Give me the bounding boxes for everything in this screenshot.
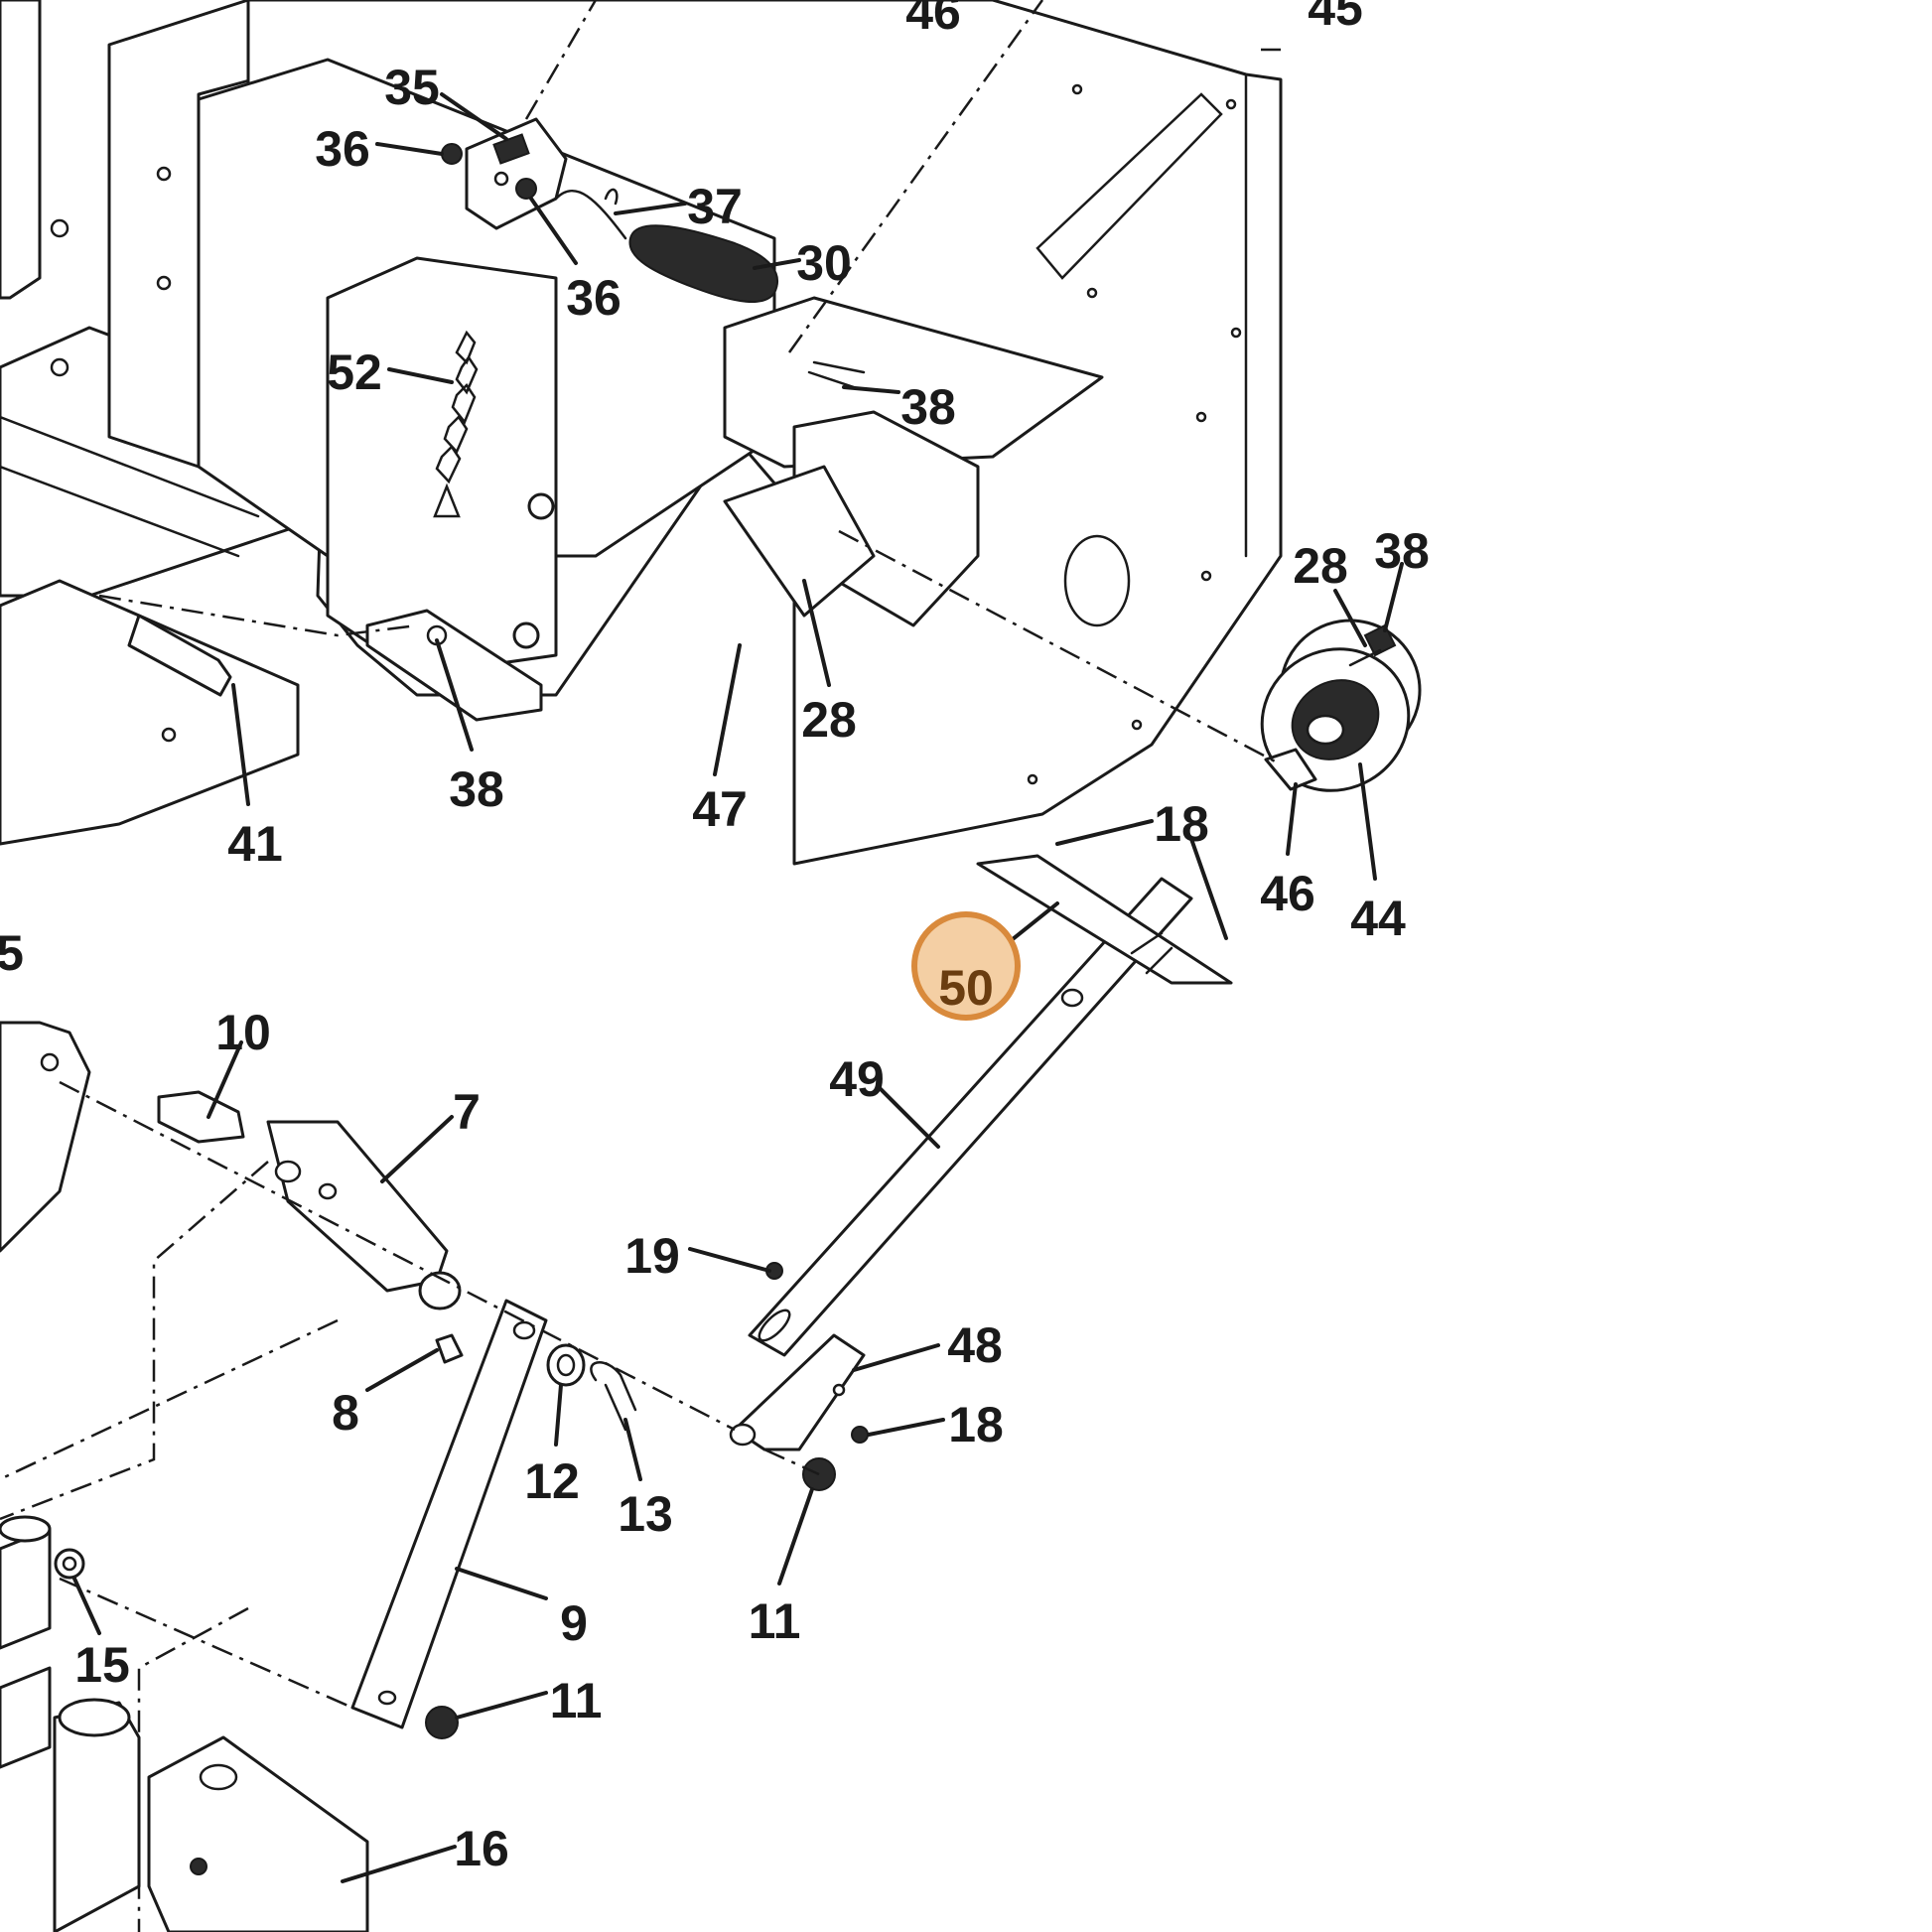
callout-41: 41 — [227, 816, 283, 872]
pulley-assembly — [1260, 619, 1422, 792]
callout-44: 44 — [1350, 891, 1406, 946]
callout-19: 19 — [624, 1228, 680, 1284]
callout-12: 12 — [524, 1453, 580, 1509]
callout-45: 45 — [1308, 0, 1363, 36]
lever-49 — [748, 854, 1233, 1357]
callout-labels: 46 45 35 36 37 30 36 52 38 28 38 28 38 47 41 18 46 44 5 50 1… — [0, 0, 1430, 1876]
callout-38: 38 — [900, 379, 956, 435]
callout-30: 30 — [796, 235, 852, 291]
callout-36: 36 — [566, 270, 621, 326]
leader-lines — [72, 92, 1404, 1883]
callout-38: 38 — [1374, 523, 1430, 579]
callout-52: 52 — [327, 345, 382, 400]
callout-9: 9 — [560, 1595, 588, 1651]
callout-38: 38 — [449, 761, 504, 817]
callout-46: 46 — [905, 0, 961, 40]
callout-28: 28 — [801, 692, 857, 748]
spring-assembly — [433, 117, 866, 518]
callout-10: 10 — [215, 1005, 271, 1060]
callout-37: 37 — [687, 179, 743, 234]
callout-36: 36 — [315, 121, 370, 177]
callout-28: 28 — [1293, 538, 1348, 594]
callout-48: 48 — [947, 1317, 1003, 1373]
callout-49: 49 — [829, 1051, 885, 1107]
callout-13: 13 — [618, 1486, 673, 1542]
callout-50-highlighted: 50 — [938, 960, 994, 1016]
highlight-marker — [911, 911, 1021, 1021]
callout-16: 16 — [454, 1821, 509, 1876]
callout-5: 5 — [0, 925, 24, 981]
link-assembly — [0, 1021, 783, 1739]
assembly-lines — [0, 0, 1282, 1932]
callout-7: 7 — [453, 1084, 481, 1140]
callout-11: 11 — [550, 1673, 603, 1728]
callout-11: 11 — [749, 1593, 801, 1649]
bottom-parts — [0, 1515, 369, 1932]
callout-35: 35 — [384, 60, 440, 115]
callout-47: 47 — [692, 781, 748, 837]
callout-18: 18 — [948, 1397, 1004, 1452]
callout-18: 18 — [1154, 796, 1209, 852]
callout-15: 15 — [74, 1637, 130, 1693]
callout-8: 8 — [332, 1385, 359, 1441]
callout-46: 46 — [1260, 866, 1315, 921]
bracket-48 — [729, 1333, 869, 1491]
